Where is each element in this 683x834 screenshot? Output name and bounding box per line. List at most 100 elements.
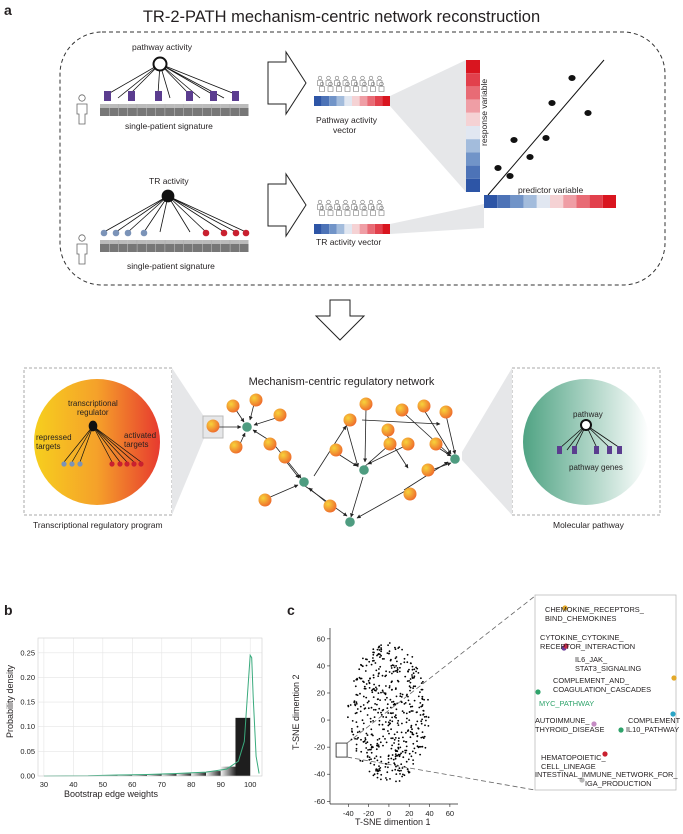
- scatter-point: [427, 725, 430, 727]
- scatter-point: [392, 670, 395, 673]
- scatter-point: [408, 668, 410, 671]
- y-tick-label: 40: [317, 661, 325, 670]
- scatter-point: [380, 644, 382, 646]
- panel-a-dashed-box: [59, 31, 666, 286]
- scatter-point: [370, 748, 372, 751]
- signature-cell-highlight: [230, 104, 240, 108]
- single-patient-signature-label-2: single-patient signature: [127, 261, 215, 271]
- scatter-point: [401, 775, 403, 778]
- x-tick-label: 70: [158, 780, 166, 789]
- plot-frame: [37, 637, 263, 777]
- scatter-point: [347, 716, 349, 719]
- person-icon: [360, 199, 365, 205]
- scatter-point: [365, 742, 367, 745]
- label-complement-and-2: COAGULATION_CASCADES: [553, 685, 652, 694]
- person-body-icon: [378, 86, 385, 92]
- scatter-point: [354, 737, 356, 740]
- scatter-point: [398, 670, 401, 673]
- person-icon: [351, 75, 357, 81]
- signature-cell: [118, 104, 128, 116]
- scatter-point: [360, 677, 363, 680]
- highlighted-pathway-point: [602, 751, 608, 757]
- scatter-point: [382, 708, 385, 711]
- tr-activity-label: TR activity: [149, 176, 189, 186]
- highlighted-pathway-point: [562, 605, 568, 611]
- scatter-point: [352, 733, 355, 736]
- signature-cell: [174, 240, 184, 252]
- scatter-point: [394, 755, 397, 758]
- scatter-point: [402, 773, 404, 776]
- scatter-point: [378, 768, 381, 770]
- scatter-point: [395, 708, 398, 711]
- scatter-point: [390, 689, 393, 691]
- scatter-point: [378, 719, 381, 722]
- signature-cell-highlight: [193, 104, 202, 108]
- signature-cell: [174, 104, 184, 116]
- scatter-point: [397, 719, 400, 722]
- scatter-point: [364, 737, 367, 739]
- signature-strip-top: [100, 104, 249, 116]
- scatter-point: [401, 648, 403, 651]
- scatter-point: [424, 746, 427, 749]
- scatter-point: [371, 745, 373, 748]
- signature-cell-highlight: [174, 104, 184, 108]
- scatter-point: [358, 668, 361, 671]
- signature-cell: [155, 240, 165, 252]
- scatter-point: [373, 683, 375, 686]
- scatter-point: [408, 711, 411, 713]
- regulatory-program-circle: [34, 379, 160, 505]
- scatter-point: [377, 652, 380, 655]
- scatter-point: [421, 745, 424, 748]
- regulator-node: [323, 499, 337, 513]
- inset-repressed-dots: [61, 461, 83, 467]
- activated-targets-label-1: activated: [124, 431, 157, 440]
- scatter-point: [380, 654, 382, 657]
- scatter-point: [382, 691, 384, 693]
- network-diagram: [23, 367, 661, 527]
- person-icon-bottom: [76, 234, 88, 265]
- vector-cell: [466, 99, 480, 113]
- scatter-point: [405, 741, 407, 743]
- signature-cell: [165, 240, 175, 252]
- scatter-point: [408, 752, 411, 755]
- scatter-point: [405, 712, 408, 715]
- scatter-point: [394, 670, 397, 672]
- scatter-point: [409, 681, 412, 684]
- person-body-icon: [344, 210, 351, 216]
- scatter-point: [381, 658, 384, 660]
- vector-cell: [374, 96, 383, 106]
- regression-points: [494, 75, 592, 179]
- vector-cell: [510, 195, 524, 208]
- scatter-point: [368, 660, 371, 663]
- x-tick-label: 60: [446, 809, 454, 818]
- scatter-point: [372, 696, 375, 698]
- scatter-point: [394, 648, 397, 651]
- scatter-point: [380, 647, 382, 649]
- signature-cell-highlight: [183, 240, 193, 244]
- arrow-right-icon: [267, 172, 307, 238]
- signature-cell-highlight: [127, 104, 137, 108]
- scatter-point: [355, 747, 358, 750]
- scatter-point: [421, 695, 424, 698]
- scatter-point: [393, 666, 396, 669]
- scatter-point: [378, 765, 380, 767]
- label-intestinal-1: INTESTINAL_IMMUNE_NETWORK_FOR_: [535, 770, 678, 779]
- highlighted-pathway-point: [563, 643, 569, 649]
- vector-cell: [344, 224, 352, 234]
- scatter-point: [422, 680, 424, 683]
- person-icon: [336, 81, 342, 87]
- scatter-point: [416, 711, 418, 713]
- person-icon: [379, 81, 384, 87]
- scatter-point: [407, 758, 410, 761]
- regression-line: [487, 59, 605, 196]
- inset-activated-dots: [109, 461, 144, 467]
- scatter-point: [413, 676, 415, 679]
- signature-cell-highlight: [118, 240, 128, 244]
- person-body-icon: [319, 210, 325, 216]
- histogram-bar: [117, 775, 133, 776]
- repressed-targets-label-2: targets: [36, 442, 61, 451]
- regulator-node: [383, 437, 397, 451]
- scatter-point: [416, 720, 419, 723]
- person-icon: [343, 199, 348, 205]
